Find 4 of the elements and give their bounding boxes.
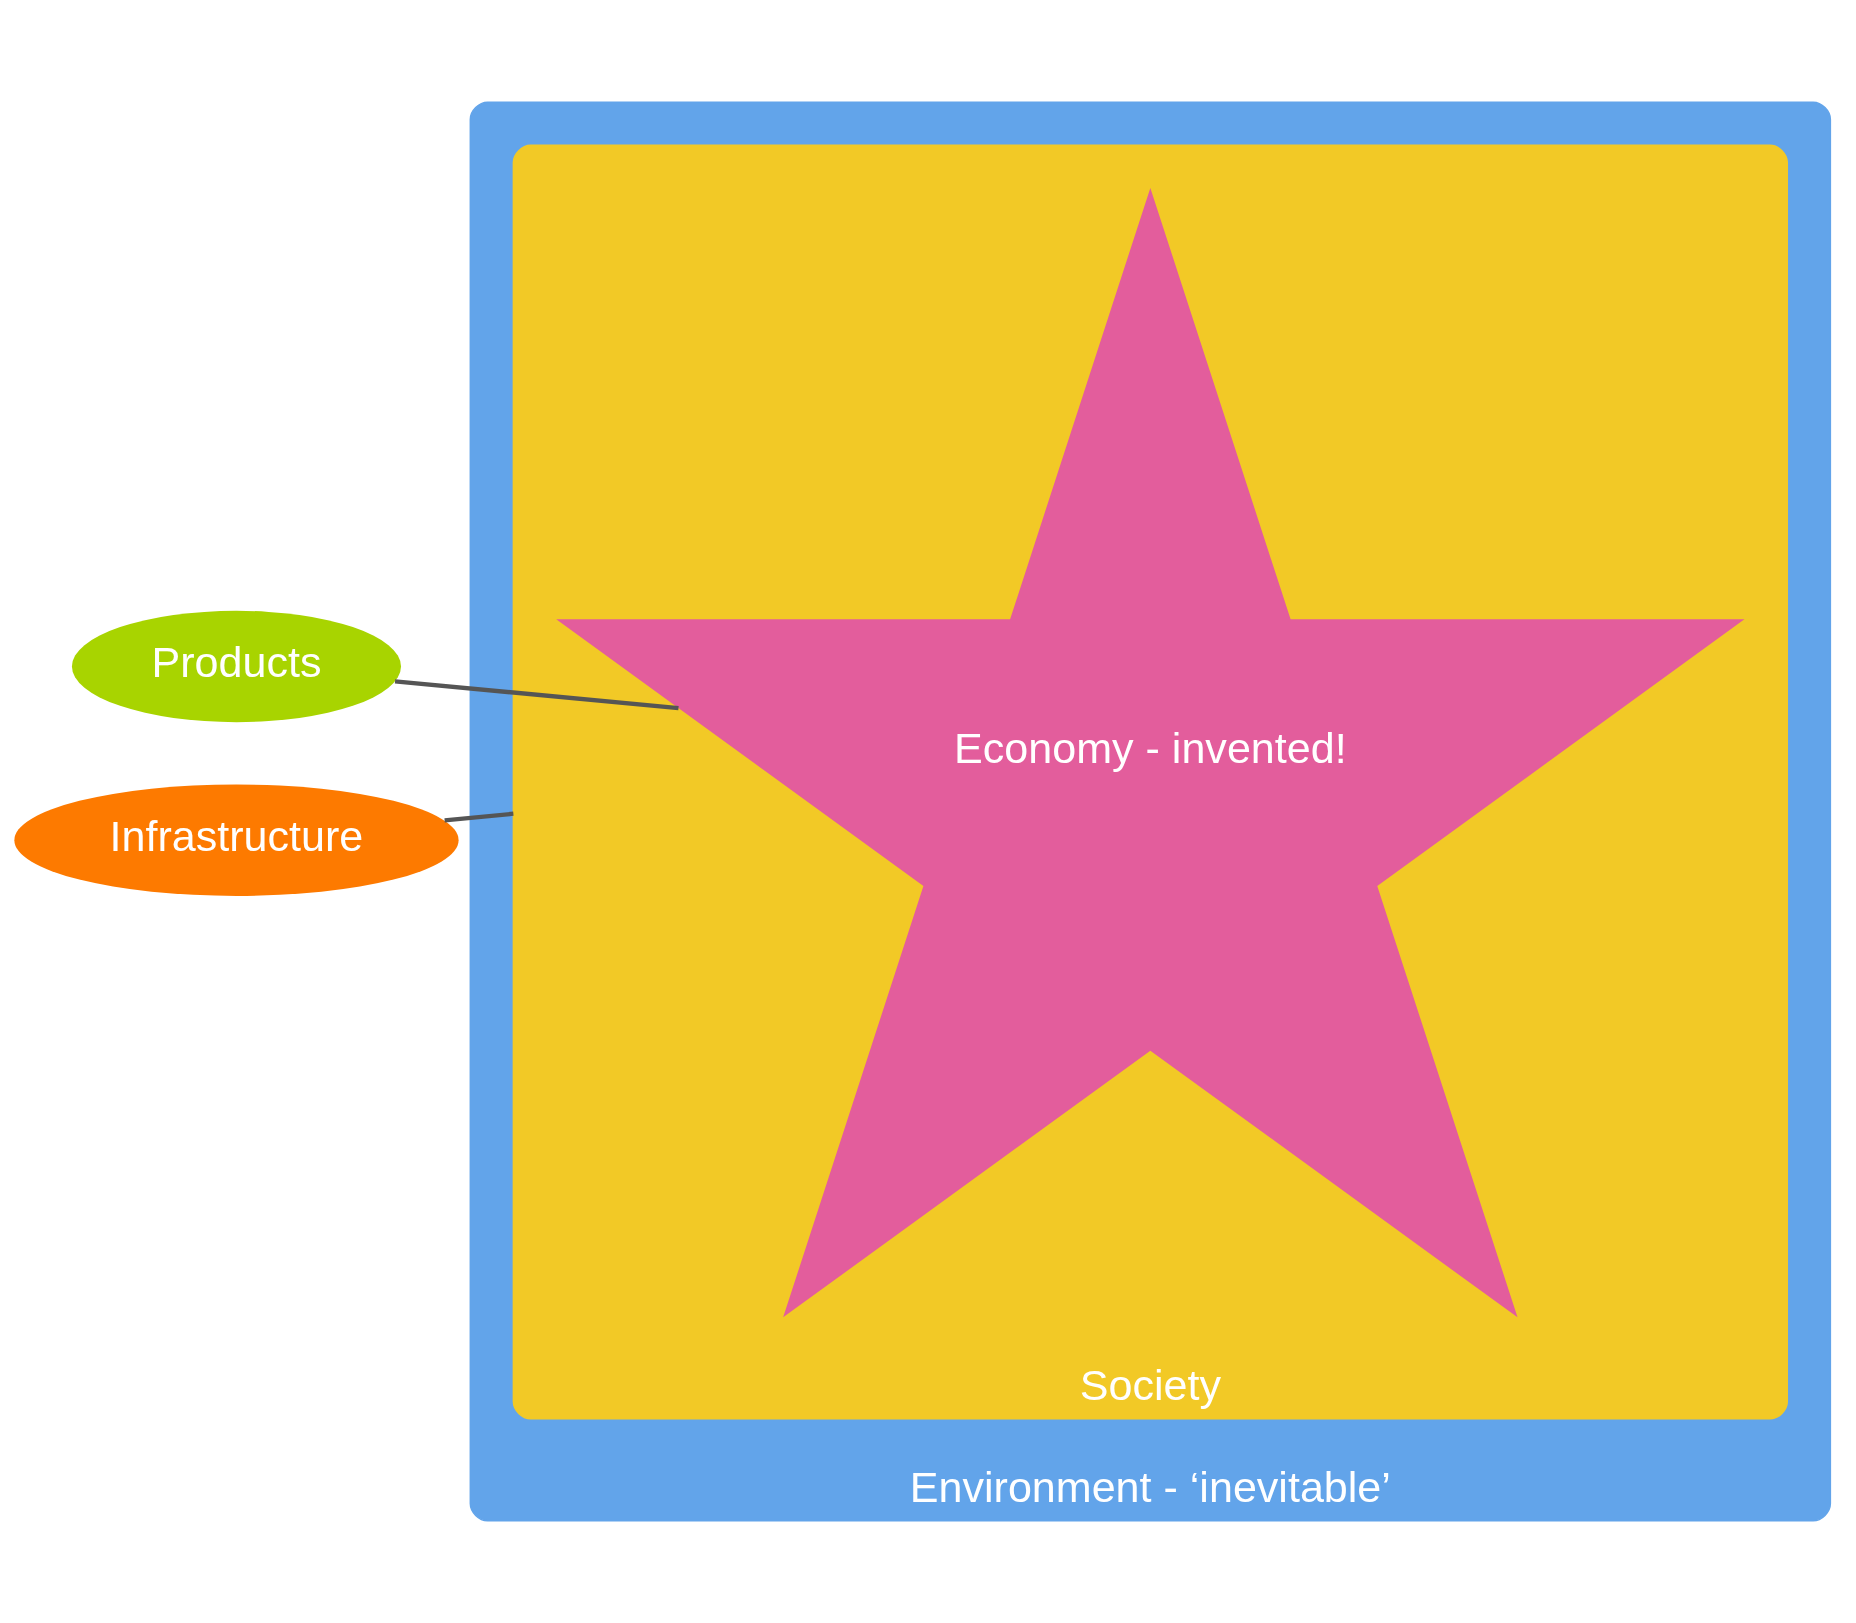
connector (444, 811, 514, 823)
node-ellipse: Infrastructure (14, 784, 459, 896)
node-ellipse: Products (71, 610, 401, 723)
connector (394, 679, 679, 711)
